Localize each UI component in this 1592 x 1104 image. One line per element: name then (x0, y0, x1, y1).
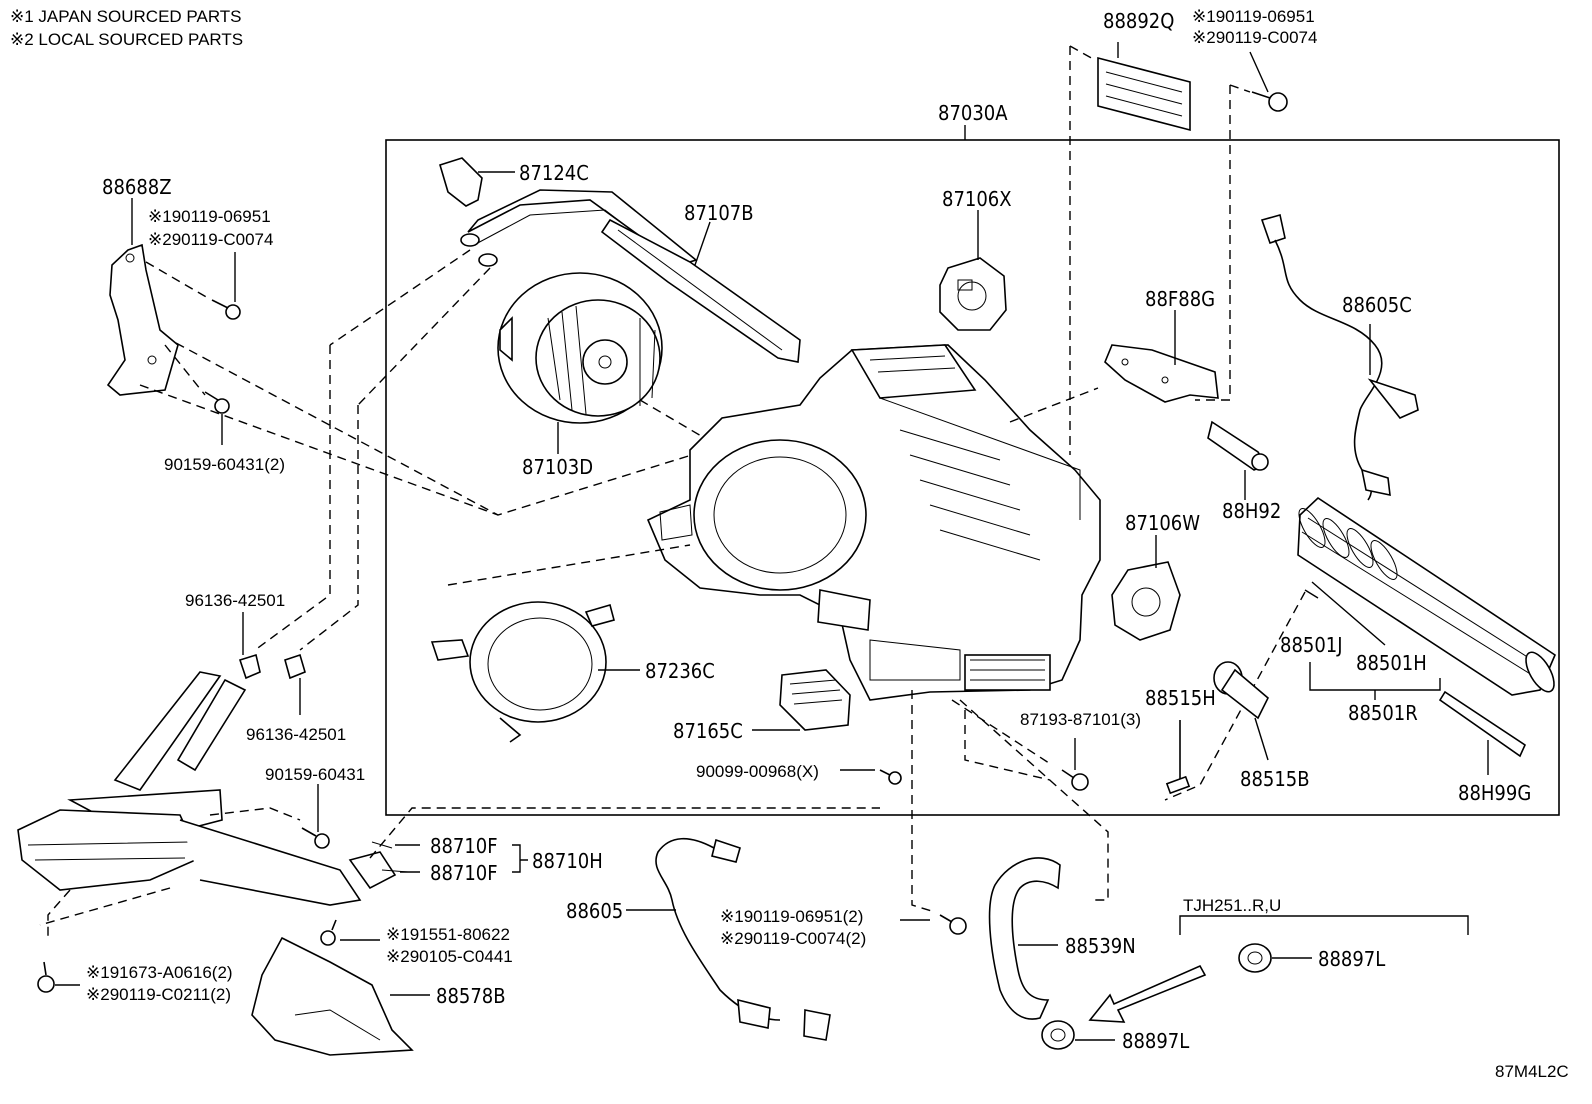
screw-90159-60431[interactable] (301, 827, 330, 849)
label-88688Z: 88688Z (102, 175, 172, 199)
part-88H99G-seal[interactable] (1438, 690, 1527, 758)
label-88501R: 88501R (1348, 701, 1418, 725)
label-88501H: 88501H (1356, 651, 1427, 675)
label-88897L-lower: 88897L (1122, 1029, 1189, 1053)
screw-top-right[interactable] (1251, 91, 1288, 112)
screw-88688Z-upper[interactable] (211, 299, 241, 320)
label-90099-00968: 90099-00968(X) (696, 762, 819, 781)
label-87030A: 87030A (938, 101, 1008, 125)
label-88H99G: 88H99G (1458, 781, 1531, 805)
part-88605C-harness[interactable] (1260, 214, 1419, 501)
label-290105-c0441: ※290105-C0441 (386, 947, 513, 966)
label-87106W: 87106W (1125, 511, 1200, 535)
label-88897L-upper: 88897L (1318, 947, 1385, 971)
label-87124C: 87124C (519, 161, 589, 185)
label-88605: 88605 (566, 899, 623, 923)
label-88515H: 88515H (1145, 686, 1216, 710)
screw-191673[interactable] (37, 961, 55, 993)
clip-96136-a[interactable] (238, 653, 261, 680)
part-88501R-heater-core[interactable] (1294, 496, 1560, 696)
label-90159-60431: 90159-60431 (265, 765, 365, 784)
part-88710H-connector[interactable] (348, 841, 409, 890)
label-88605-supply1: ※190119-06951(2) (720, 907, 863, 926)
label-88515B: 88515B (1240, 767, 1310, 791)
screw-87193[interactable] (1061, 769, 1089, 791)
part-87103D-blower-motor[interactable] (497, 272, 663, 424)
part-88515H-bolt[interactable] (1165, 720, 1191, 795)
label-88710F-a: 88710F (430, 834, 498, 858)
part-87236C-ring[interactable] (430, 601, 615, 743)
label-87236C: 87236C (645, 659, 715, 683)
label-290119-c0211: ※290119-C0211(2) (86, 985, 231, 1004)
note-japan-sourced: ※1 JAPAN SOURCED PARTS (10, 7, 242, 26)
label-88605C: 88605C (1342, 293, 1412, 317)
part-88892Q-label-plate[interactable] (1097, 56, 1191, 132)
label-88892Q-supply2: ※290119-C0074 (1192, 28, 1317, 47)
label-88539N: 88539N (1065, 934, 1136, 958)
part-88515B-pipe-fitting[interactable] (1213, 661, 1269, 720)
part-87107B-duct[interactable] (600, 218, 801, 363)
label-87193-87101: 87193-87101(3) (1020, 710, 1141, 729)
arrow-variant-indicator (1088, 964, 1207, 1023)
part-88897L-grommet-lower[interactable] (1041, 1020, 1075, 1050)
part-88688Z-bracket[interactable] (106, 243, 179, 396)
part-87106X-servo[interactable] (939, 257, 1007, 331)
label-88578B: 88578B (436, 984, 506, 1008)
part-87106W-servo[interactable] (1111, 561, 1181, 641)
clip-96136-b[interactable] (284, 653, 306, 680)
part-88605-harness[interactable] (655, 837, 831, 1041)
screw-191551[interactable] (320, 919, 337, 946)
part-rear-duct-assembly[interactable] (17, 671, 362, 906)
label-88892Q: 88892Q (1103, 9, 1174, 33)
label-87106X: 87106X (942, 187, 1012, 211)
label-88892Q-supply1: ※190119-06951 (1192, 7, 1315, 26)
part-88897L-grommet-upper[interactable] (1238, 943, 1272, 973)
part-88F88G-plate[interactable] (1104, 344, 1219, 403)
part-88539N-drain-hose[interactable] (988, 857, 1061, 1020)
label-87165C: 87165C (673, 719, 743, 743)
screw-88605-mount[interactable] (939, 914, 967, 935)
label-88710H: 88710H (532, 849, 603, 873)
label-88501J: 88501J (1280, 633, 1343, 657)
label-87107B: 87107B (684, 201, 754, 225)
label-191673-a0616: ※191673-A0616(2) (86, 963, 233, 982)
label-87103D: 87103D (522, 455, 593, 479)
diagram-code: 87M4L2C (1495, 1062, 1569, 1081)
note-local-sourced: ※2 LOCAL SOURCED PARTS (10, 30, 243, 49)
label-88605-supply2: ※290119-C0074(2) (720, 929, 866, 948)
label-88F88G: 88F88G (1145, 287, 1215, 311)
label-96136-42501-a: 96136-42501 (185, 591, 285, 610)
label-88688Z-supply2: ※290119-C0074 (148, 230, 273, 249)
label-88688Z-supply1: ※190119-06951 (148, 207, 271, 226)
label-88H92: 88H92 (1222, 499, 1281, 523)
label-191551-80622: ※191551-80622 (386, 925, 510, 944)
part-88578B-cover[interactable] (251, 936, 414, 1056)
part-87165C-resistor[interactable] (779, 669, 851, 731)
label-88710F-b: 88710F (430, 861, 498, 885)
screw-88688Z-lower[interactable] (204, 391, 230, 414)
label-96136-42501-b: 96136-42501 (246, 725, 346, 744)
part-hvac-case-body[interactable] (646, 344, 1101, 701)
label-tjh251: TJH251..R,U (1183, 896, 1281, 915)
label-90159-60431-2: 90159-60431(2) (164, 455, 285, 474)
screw-90099[interactable] (879, 769, 902, 785)
assembly-87030A-frame (385, 139, 1560, 816)
part-88H92-sensor[interactable] (1207, 420, 1269, 471)
